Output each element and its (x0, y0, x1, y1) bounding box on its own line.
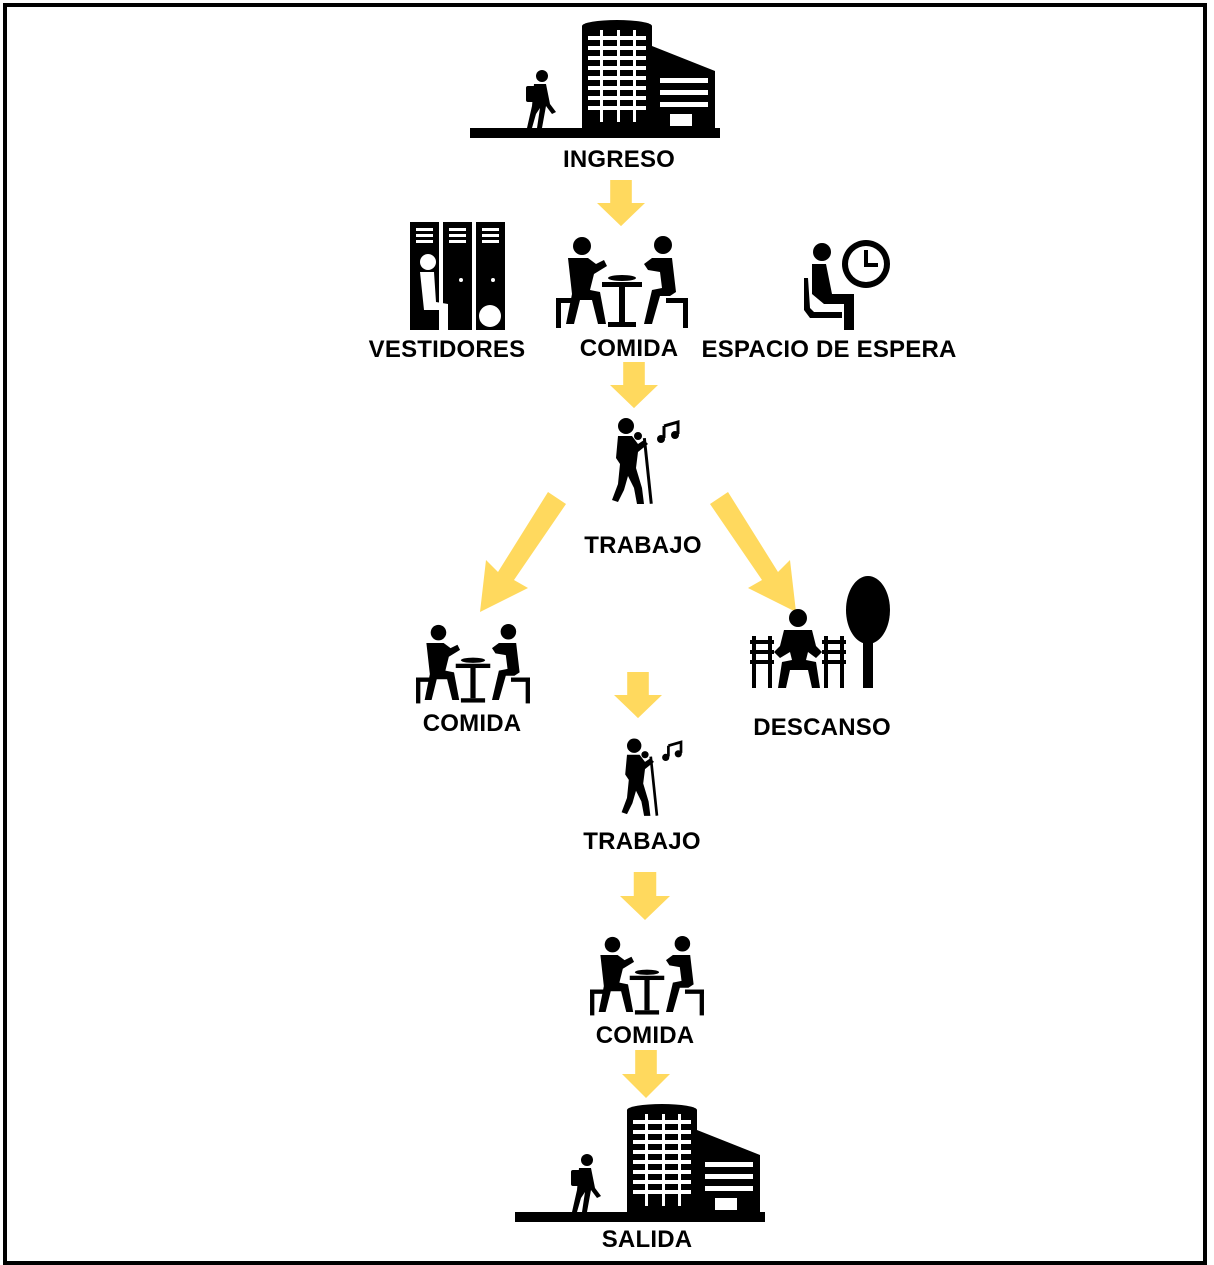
node-label-trabajo-1: TRABAJO (584, 532, 702, 559)
node-label-espacio-espera: ESPACIO DE ESPERA (701, 336, 957, 363)
singing-performer-icon (618, 738, 690, 820)
flow-arrow-down (620, 872, 670, 922)
dining-people-icon (586, 936, 708, 1018)
node-label-descanso: DESCANSO (753, 714, 891, 741)
flow-arrow-down (597, 180, 645, 228)
node-label-trabajo-2: TRABAJO (583, 828, 701, 855)
singing-performer-icon (608, 418, 688, 508)
flow-arrow-diagonal-left (472, 488, 572, 616)
bench-tree-rest-icon (750, 576, 890, 691)
dining-people-icon (552, 236, 692, 331)
flow-arrow-down (610, 362, 658, 410)
flow-arrow-diagonal-right (704, 488, 804, 616)
node-label-vestidores: VESTIDORES (368, 336, 526, 363)
flow-arrow-down (622, 1050, 670, 1100)
node-label-comida-1: COMIDA (579, 335, 679, 362)
dining-people-icon (412, 624, 534, 706)
node-label-comida-3: COMIDA (595, 1022, 695, 1049)
node-label-ingreso: INGRESO (562, 146, 676, 173)
building-with-person-icon (470, 16, 720, 146)
waiting-person-clock-icon (802, 238, 892, 333)
flow-arrow-down (614, 672, 662, 720)
locker-room-icon (410, 222, 505, 330)
building-with-person-icon (512, 1100, 768, 1230)
node-label-salida: SALIDA (601, 1226, 693, 1253)
node-label-comida-2: COMIDA (422, 710, 522, 737)
